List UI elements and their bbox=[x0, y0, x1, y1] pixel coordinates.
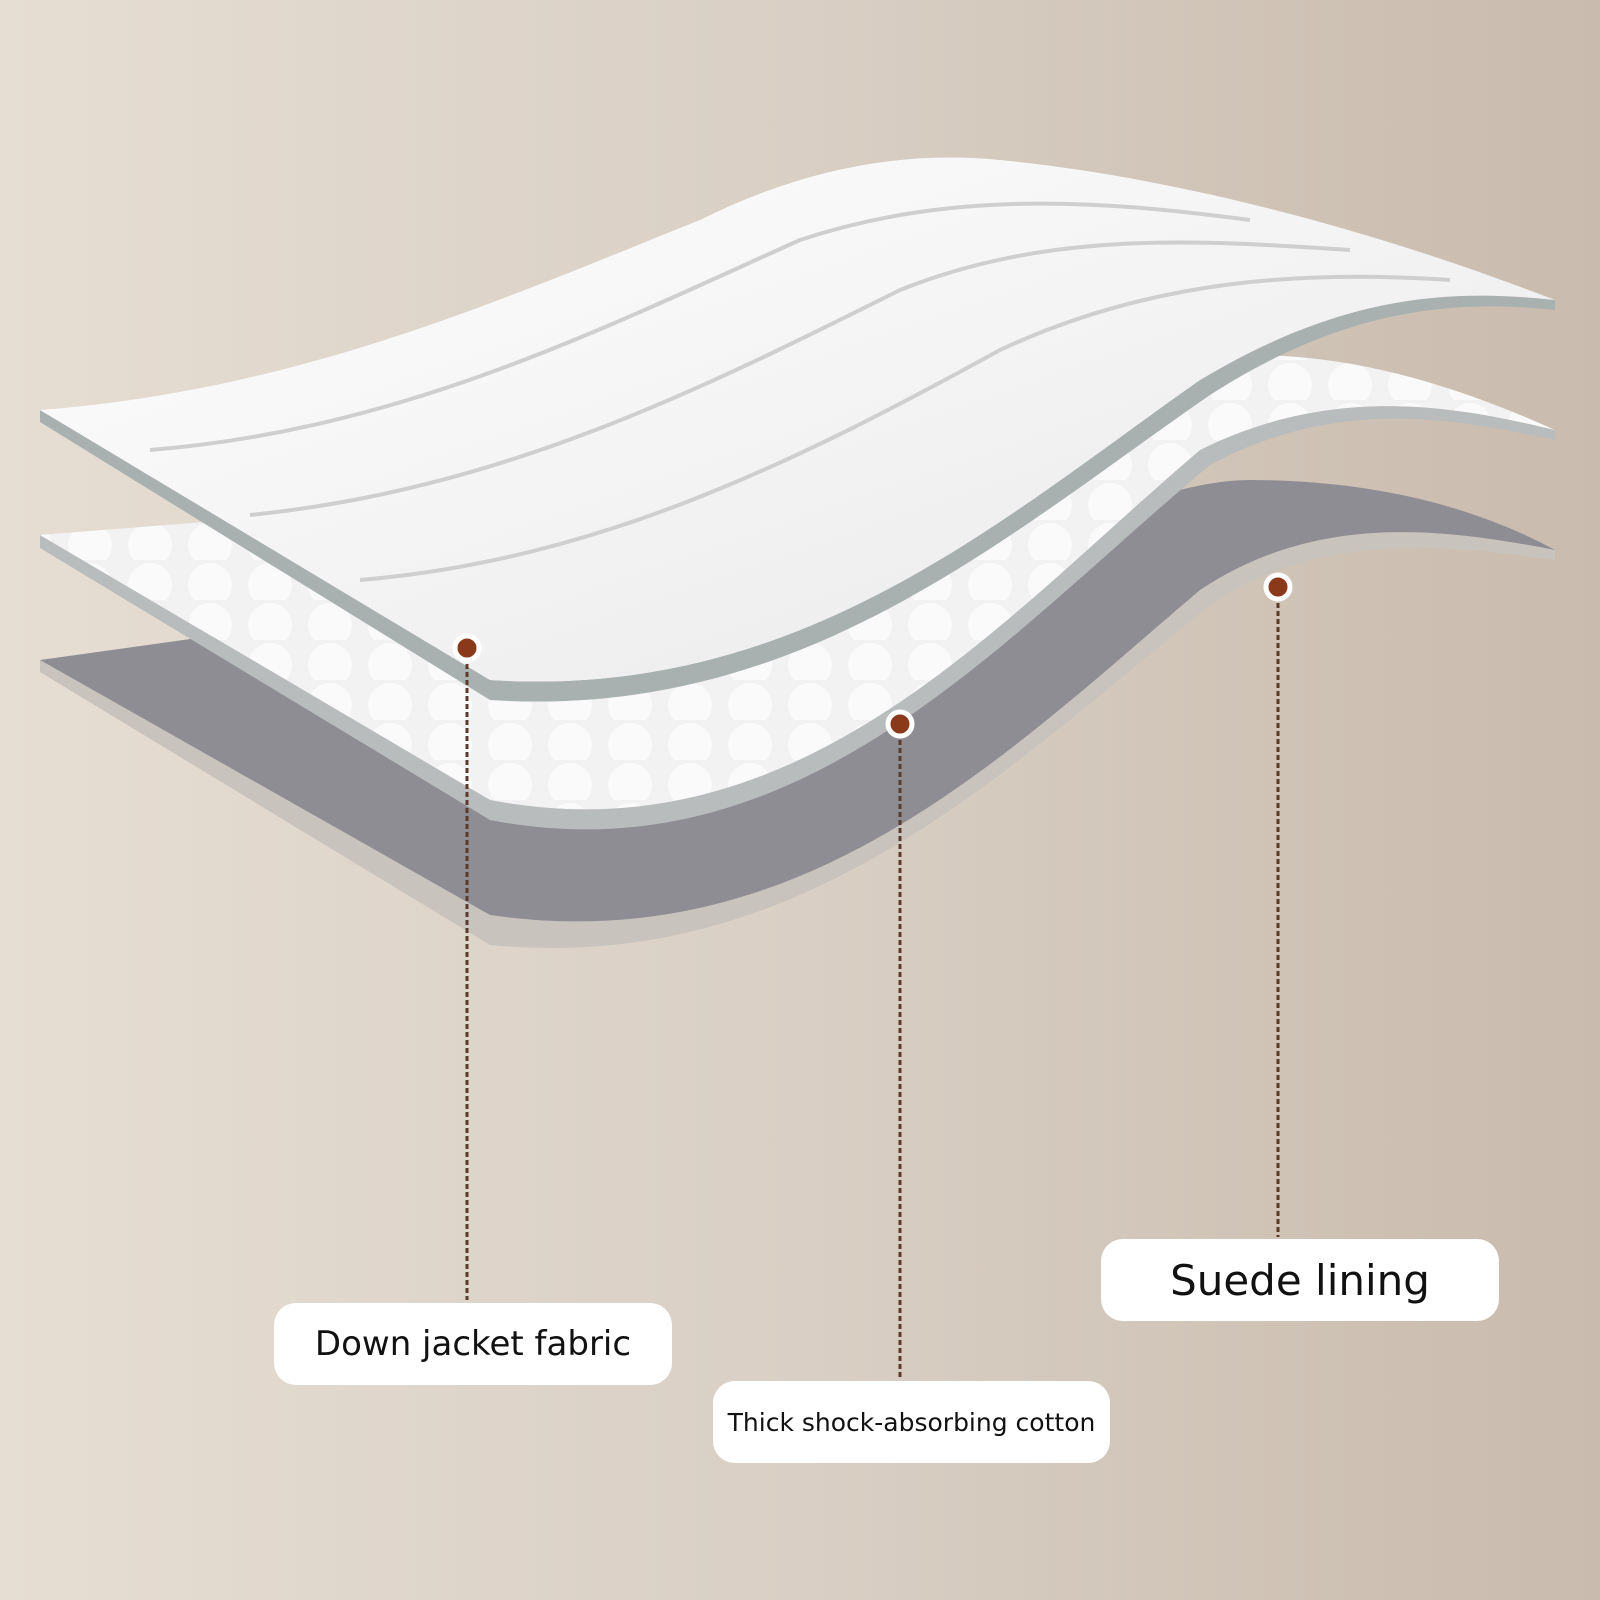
label-text: Suede lining bbox=[1170, 1255, 1430, 1305]
label-down-jacket-fabric: Down jacket fabric bbox=[274, 1303, 672, 1385]
label-suede-lining: Suede lining bbox=[1101, 1239, 1499, 1321]
label-cotton: Thick shock-absorbing cotton bbox=[713, 1381, 1110, 1463]
leader-lines bbox=[465, 587, 1280, 1378]
marker-dots bbox=[452, 572, 1293, 739]
label-text: Down jacket fabric bbox=[314, 1324, 632, 1364]
down-fabric-layer bbox=[40, 157, 1555, 702]
label-text: Thick shock-absorbing cotton bbox=[727, 1407, 1096, 1437]
